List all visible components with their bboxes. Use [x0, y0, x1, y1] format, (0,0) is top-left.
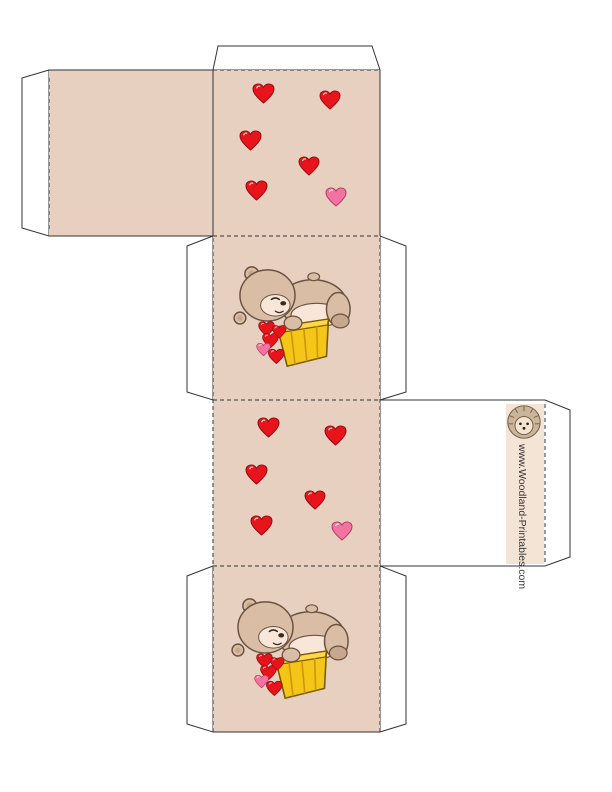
- bottom-left-flap: [186, 565, 214, 733]
- panel-bear-3: [213, 566, 380, 732]
- left-side-flap: [21, 69, 50, 237]
- panel-bear-1: [49, 70, 332, 236]
- brand-watermark: www.Woodland-Printables.com: [516, 443, 528, 589]
- middle-right-flap: [379, 235, 407, 401]
- bottom-right-flap: [379, 565, 407, 733]
- panel-hearts-1: [213, 70, 380, 236]
- panel-hearts-2: [213, 400, 380, 566]
- right-glue-flap: www.Woodland-Printables.com: [379, 399, 571, 589]
- panel-bear-2: [213, 236, 380, 400]
- fold-lines: [48, 69, 546, 732]
- top-glue-tab: [212, 45, 381, 71]
- middle-left-flap: [186, 235, 214, 401]
- hedgehog-icon: [507, 405, 541, 439]
- cut-line: [49, 69, 381, 733]
